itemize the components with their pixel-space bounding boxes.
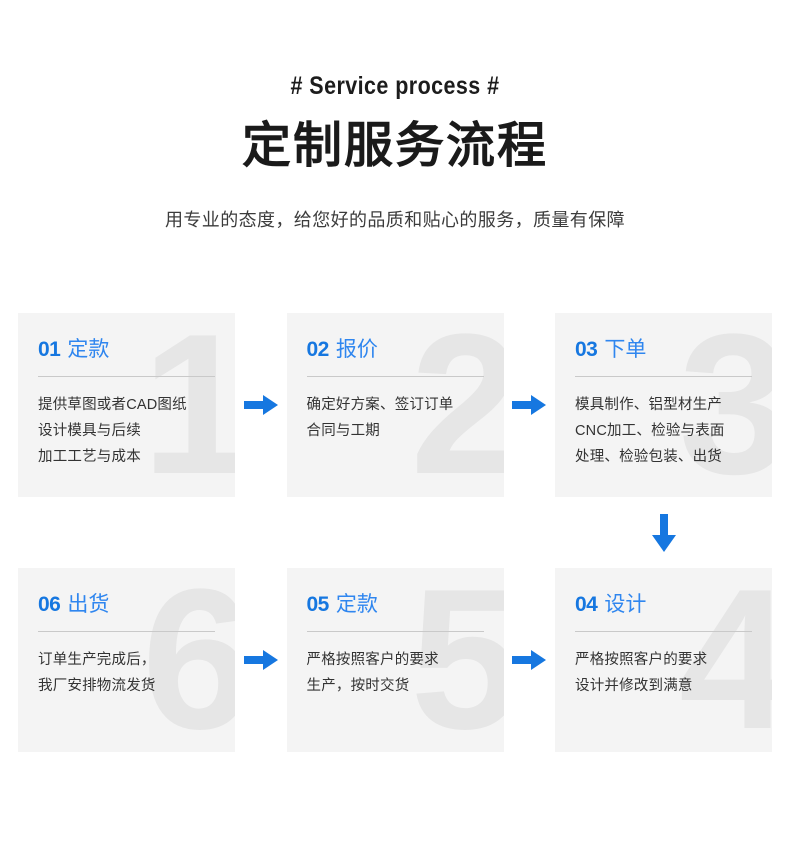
page-subtitle: 用专业的态度，给您好的品质和贴心的服务，质量有保障: [165, 210, 625, 231]
step-description-line: 合同与工期: [306, 423, 380, 439]
step-heading: 03 下单: [575, 339, 752, 360]
arrow-right-icon: [512, 395, 547, 415]
arrow-right-icon: [512, 650, 547, 670]
step-divider: [306, 631, 484, 632]
step-description: 确定好方案、签订订单 合同与工期: [307, 392, 484, 444]
step-description: 严格按照客户的要求 设计并修改到满意: [575, 647, 752, 699]
step-title: 设计: [604, 593, 647, 616]
page-header: # Service process # 定制服务流程 用专业的态度，给您好的品质…: [0, 0, 790, 232]
step-description: 订单生产完成后， 我厂安排物流发货: [38, 647, 215, 699]
step-title: 定款: [67, 338, 110, 361]
step-heading: 06 出货: [38, 594, 215, 615]
step-divider: [38, 631, 215, 632]
eyebrow-label: # Service process #: [290, 72, 500, 100]
step-heading: 01 定款: [38, 339, 215, 360]
arrow-down-container: [18, 497, 772, 568]
step-description-line: 我厂安排物流发货: [38, 678, 156, 694]
step-title: 下单: [604, 338, 647, 361]
arrow-down-icon: [651, 513, 676, 552]
step-number: 02: [306, 338, 330, 361]
step-divider: [575, 376, 752, 377]
arrow-gap: [235, 568, 287, 752]
step-description-line: CNC加工、检验与表面: [575, 423, 725, 439]
step-description-line: 设计并修改到满意: [575, 678, 693, 694]
step-description: 提供草图或者CAD图纸 设计模具与后续 加工工艺与成本: [38, 392, 215, 470]
step-number: 05: [306, 593, 330, 616]
step-description: 严格按照客户的要求 生产，按时交货: [307, 647, 484, 699]
step-divider: [575, 631, 752, 632]
step-title: 报价: [335, 338, 378, 361]
step-description-line: 确定好方案、签订订单: [306, 397, 454, 413]
step-divider: [306, 376, 484, 377]
step-description-line: 生产，按时交货: [306, 678, 410, 694]
step-number: 01: [38, 338, 61, 361]
step-heading: 04 设计: [575, 594, 752, 615]
step-description-line: 严格按照客户的要求: [575, 652, 708, 668]
step-number: 03: [575, 338, 598, 361]
step-divider: [38, 376, 215, 377]
step-title: 出货: [67, 593, 110, 616]
arrow-right-icon: [243, 395, 278, 415]
step-description-line: 设计模具与后续: [38, 423, 141, 439]
step-description-line: 订单生产完成后，: [38, 652, 156, 668]
arrow-right-icon: [243, 650, 278, 670]
arrow-gap: [235, 313, 287, 497]
arrow-gap: [504, 568, 556, 752]
step-description-line: 模具制作、铝型材生产: [575, 397, 722, 413]
step-description: 模具制作、铝型材生产 CNC加工、检验与表面 处理、检验包装、出货: [575, 392, 752, 470]
step-description-line: 加工工艺与成本: [38, 449, 141, 465]
arrow-gap: [504, 313, 556, 497]
step-number: 04: [575, 593, 598, 616]
step-description-line: 提供草图或者CAD图纸: [38, 397, 187, 413]
step-number: 06: [38, 593, 61, 616]
step-title: 定款: [335, 593, 378, 616]
page-title: 定制服务流程: [241, 119, 548, 173]
step-description-line: 严格按照客户的要求: [306, 652, 439, 668]
step-description-line: 处理、检验包装、出货: [575, 449, 722, 465]
